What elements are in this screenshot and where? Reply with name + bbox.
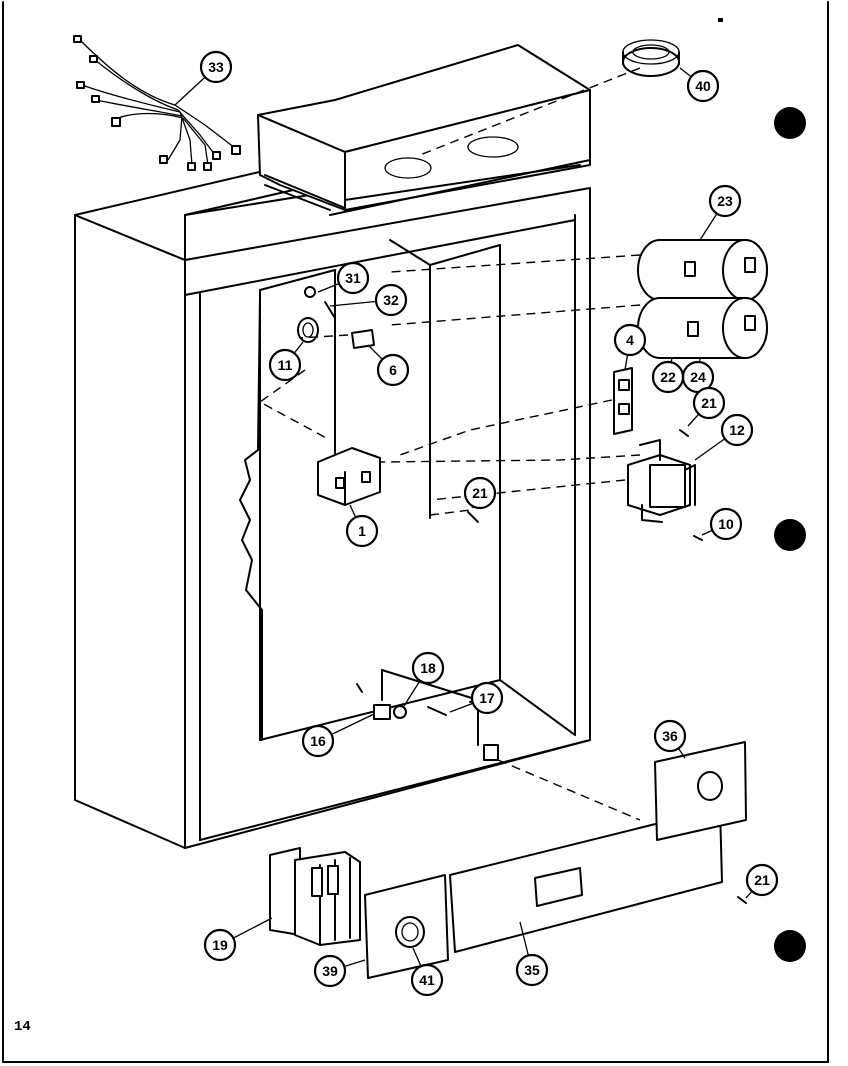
callout-label: 36 — [662, 728, 678, 744]
callout-circle — [653, 719, 687, 753]
panel-35 — [449, 807, 723, 953]
callout-circle — [313, 954, 347, 988]
callout-label: 31 — [345, 270, 361, 286]
callout-circle — [613, 323, 647, 357]
panel-39 — [364, 874, 449, 979]
leader-dashes — [258, 67, 641, 821]
callout-16: 16 — [301, 713, 375, 758]
callout-circle — [376, 353, 410, 387]
binder-hole — [774, 519, 806, 551]
callout-21: 21 — [687, 386, 726, 427]
wire-harness — [73, 35, 241, 171]
callout-circle — [686, 69, 720, 103]
callout-4: 4 — [613, 323, 647, 371]
callout-circle — [345, 514, 379, 548]
callout-label: 18 — [420, 660, 436, 676]
callout-label: 21 — [472, 485, 488, 501]
callout-22: 22 — [651, 357, 685, 394]
callout-label: 24 — [690, 369, 706, 385]
callout-circle — [515, 953, 549, 987]
callout-circle — [410, 963, 444, 997]
callout-6: 6 — [367, 344, 410, 387]
callout-32: 32 — [329, 283, 408, 317]
callout-circle — [709, 507, 743, 541]
page-number: 14 — [14, 1019, 31, 1035]
callout-circle — [301, 724, 335, 758]
callout-label: 35 — [524, 962, 540, 978]
callout-10: 10 — [701, 507, 743, 541]
callout-24: 24 — [681, 357, 715, 394]
callout-circle — [463, 476, 497, 510]
callout-label: 21 — [701, 395, 717, 411]
callout-circle — [199, 50, 233, 84]
corner-mark — [718, 18, 723, 22]
callout-label: 11 — [278, 357, 293, 373]
callout-circle — [411, 651, 445, 685]
callout-18: 18 — [403, 651, 445, 707]
callout-circle — [745, 863, 779, 897]
callout-21: 21 — [463, 476, 497, 510]
callout-label: 16 — [310, 733, 326, 749]
callout-circle — [692, 386, 726, 420]
page-border — [2, 1, 829, 1063]
callout-19: 19 — [203, 917, 273, 962]
callout-circle — [203, 928, 237, 962]
callout-label: 1 — [358, 523, 366, 539]
callout-35: 35 — [515, 921, 549, 987]
callout-circle — [470, 681, 504, 715]
callout-label: 41 — [419, 972, 435, 988]
callout-33: 33 — [174, 50, 233, 106]
callout-circle — [720, 413, 754, 447]
callout-circle — [374, 283, 408, 317]
callout-17: 17 — [449, 681, 504, 715]
callout-label: 39 — [322, 963, 338, 979]
grommet — [622, 39, 680, 77]
callout-circle — [336, 261, 370, 295]
transformer — [627, 439, 696, 523]
contactor — [269, 847, 361, 946]
top-junction-box — [257, 44, 591, 216]
binder-hole — [774, 107, 806, 139]
callout-39: 39 — [313, 954, 366, 988]
callout-label: 12 — [729, 422, 745, 438]
callout-23: 23 — [699, 184, 742, 241]
callout-label: 33 — [208, 59, 224, 75]
callout-label: 6 — [389, 362, 397, 378]
callout-layer: 33 40 23 31 32 11 6 4 22 24 21 12 21 1 10 18 17 16 36 21 19 3… — [174, 50, 779, 997]
binder-hole — [774, 930, 806, 962]
callout-label: 19 — [212, 937, 228, 953]
callout-label: 4 — [626, 332, 634, 348]
callout-circle — [268, 348, 302, 382]
callout-36: 36 — [653, 719, 687, 759]
callout-label: 32 — [383, 292, 399, 308]
small-parts — [297, 286, 747, 904]
terminal-strip — [613, 367, 633, 435]
capacitors — [637, 239, 768, 359]
callout-41: 41 — [410, 947, 444, 997]
callout-label: 22 — [660, 369, 676, 385]
callout-1: 1 — [345, 504, 379, 548]
callout-11: 11 — [268, 341, 304, 382]
callout-label: 10 — [718, 516, 734, 532]
callout-label: 21 — [754, 872, 770, 888]
callout-21: 21 — [745, 863, 779, 899]
binder-holes — [718, 18, 806, 962]
plate-36 — [654, 741, 747, 841]
callout-40: 40 — [679, 67, 720, 103]
callout-label: 40 — [695, 78, 711, 94]
callout-31: 31 — [317, 261, 370, 295]
callout-circle — [708, 184, 742, 218]
callout-label: 23 — [717, 193, 733, 209]
relay — [317, 447, 381, 506]
callout-label: 17 — [479, 690, 495, 706]
callout-12: 12 — [694, 413, 754, 461]
